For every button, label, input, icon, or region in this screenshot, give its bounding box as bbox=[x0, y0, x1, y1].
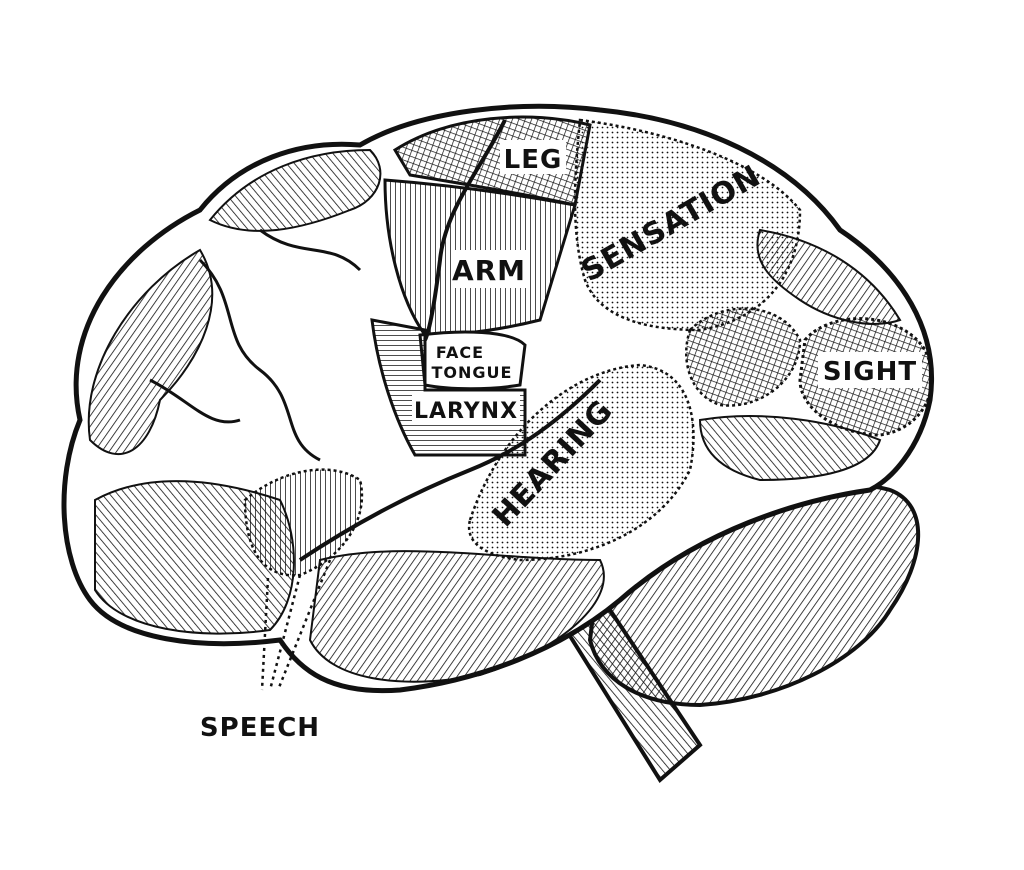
speech-label: SPEECH bbox=[200, 713, 320, 743]
parietal-association-region bbox=[685, 307, 802, 407]
tongue-label: TONGUE bbox=[432, 363, 513, 382]
sight-label: SIGHT bbox=[823, 357, 917, 387]
occipital-lower-gyri bbox=[698, 415, 882, 482]
arm-label: ARM bbox=[452, 254, 526, 287]
central-sulcus bbox=[423, 119, 507, 341]
sensation-region bbox=[573, 118, 802, 332]
speech-pointer-lines bbox=[260, 559, 332, 691]
lateral-sulcus bbox=[298, 378, 602, 562]
temporal-gyri bbox=[308, 550, 605, 683]
speech-region bbox=[243, 468, 364, 577]
frontal-sulcus-lines bbox=[149, 228, 362, 462]
larynx-label-bg bbox=[412, 395, 520, 425]
larynx-label: LARYNX bbox=[414, 399, 518, 424]
leg-label: LEG bbox=[504, 145, 563, 175]
frontal-gyri bbox=[87, 248, 214, 456]
hearing-region bbox=[467, 363, 695, 562]
sight-label-bg bbox=[818, 352, 922, 388]
leg-label-bg bbox=[500, 140, 566, 174]
arm-label-bg bbox=[452, 250, 526, 288]
face-tongue-region bbox=[418, 330, 527, 391]
face-label: FACE bbox=[436, 343, 484, 362]
upper-frontal-gyri bbox=[208, 148, 382, 232]
